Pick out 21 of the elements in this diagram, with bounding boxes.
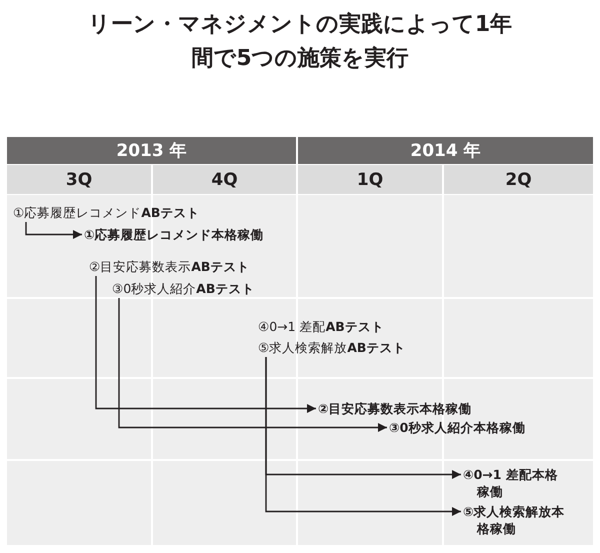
ab-test-text: ④0→1 差配ABテスト [258,318,384,335]
launch-text: ③0秒求人紹介本格稼働 [389,419,526,436]
arrow [25,222,82,239]
year-label: 2013 年 [116,140,187,162]
quarter-label: 4Q [211,170,238,190]
ab-test-text: ②目安応募数表示ABテスト [89,258,250,275]
launch-text: ①応募履歴レコメンド本格稼働 [84,226,264,243]
arrow [95,276,316,413]
quarter-label: 2Q [505,170,532,190]
year-label: 2014 年 [410,140,481,162]
ab-test-text: ⑤求人検索解放ABテスト [258,339,406,356]
launch-text: ④0→1 差配本格稼働 [463,466,561,500]
ab-test-text: ①応募履歴レコメンドABテスト [13,204,200,221]
ab-test-text: ③0秒求人紹介ABテスト [112,280,254,297]
arrow [118,298,387,432]
title: リーン・マネジメントの実践によって1年間で5つの施策を実行 [86,10,514,73]
quarter-label: 1Q [356,170,384,190]
arrow [265,357,461,516]
launch-text: ⑤求人検索解放本格稼働 [463,503,567,537]
quarter-label: 3Q [66,170,92,190]
launch-text: ②目安応募数表示本格稼働 [318,400,472,417]
